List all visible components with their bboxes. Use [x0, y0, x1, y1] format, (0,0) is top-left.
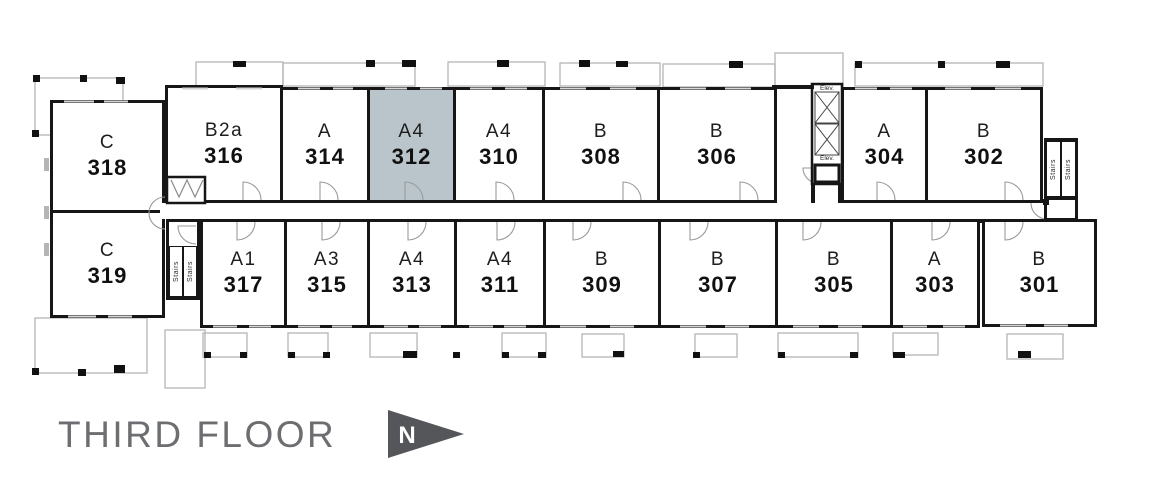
stairs-cell: Stairs [169, 246, 183, 297]
room-type-label: B2a [204, 119, 244, 141]
room-type-label: A3 [313, 249, 341, 271]
room-316[interactable]: B2a 316 [165, 85, 283, 203]
room-type-label: A [927, 249, 943, 271]
elevator-label: Elev. [820, 155, 834, 162]
north-arrow-icon: N [388, 410, 464, 458]
room-number-label: 307 [698, 272, 738, 298]
stairs-label: Stairs [1050, 158, 1057, 180]
room-type-label: A4 [486, 249, 514, 271]
room-number-label: 312 [391, 143, 432, 169]
room-number-label: 315 [307, 272, 347, 298]
room-309[interactable]: B 309 [543, 219, 661, 328]
room-317[interactable]: A1 317 [200, 219, 287, 328]
room-310[interactable]: A4 310 [453, 87, 545, 203]
room-318[interactable]: C 318 [50, 100, 165, 213]
room-303[interactable]: A 303 [890, 219, 980, 328]
north-label: N [398, 422, 415, 449]
room-304[interactable]: A 304 [841, 87, 928, 203]
floor-title: THIRD FLOOR [58, 414, 337, 455]
room-319[interactable]: C 319 [50, 210, 165, 318]
room-313[interactable]: A4 313 [367, 219, 457, 328]
room-type-label: B [976, 120, 992, 142]
room-number-label: 319 [87, 262, 128, 288]
room-type-label: A1 [230, 249, 257, 271]
room-311[interactable]: A4 311 [454, 219, 546, 328]
room-number-label: 304 [864, 143, 905, 169]
room-number-label: 317 [223, 272, 264, 298]
stairs-label: Stairs [1065, 158, 1072, 180]
stairs-cell: Stairs [1046, 141, 1061, 197]
room-type-label: A [877, 120, 892, 142]
room-type-label: A4 [398, 249, 426, 271]
room-number-label: 302 [964, 143, 1004, 169]
room-type-label: B [709, 120, 725, 142]
room-301[interactable]: B 301 [982, 219, 1097, 327]
room-number-label: 301 [1019, 271, 1060, 297]
room-312[interactable]: A4 312 [367, 87, 456, 203]
room-314[interactable]: A 314 [280, 87, 370, 203]
stairs-label: Stairs [172, 261, 180, 282]
room-number-label: 305 [814, 272, 854, 298]
room-type-label: C [99, 239, 116, 261]
room-number-label: 313 [392, 272, 432, 298]
room-306[interactable]: B 306 [657, 87, 777, 203]
room-number-label: 309 [582, 272, 622, 298]
room-type-label: B [1032, 248, 1047, 270]
room-number-label: 314 [305, 143, 345, 169]
elevator-shaft-icon [810, 82, 844, 186]
room-308[interactable]: B 308 [542, 87, 660, 203]
stairs-label: Stairs [186, 261, 194, 282]
room-number-label: 316 [204, 142, 244, 168]
room-number-label: 306 [697, 143, 737, 169]
stairs-cell: Stairs [183, 246, 197, 297]
room-type-label: B [593, 120, 609, 142]
room-type-label: B [826, 249, 842, 271]
room-type-label: A4 [398, 120, 425, 142]
room-type-label: B [594, 249, 610, 271]
stairs-cell: Stairs [1061, 141, 1076, 197]
room-number-label: 303 [915, 272, 955, 298]
room-type-label: A [317, 120, 333, 142]
room-302[interactable]: B 302 [925, 87, 1043, 203]
room-type-label: C [99, 132, 116, 154]
room-number-label: 308 [581, 143, 621, 169]
room-315[interactable]: A3 315 [284, 219, 370, 328]
room-type-label: B [710, 249, 726, 271]
room-number-label: 310 [479, 143, 519, 169]
room-307[interactable]: B 307 [658, 219, 778, 328]
room-number-label: 318 [87, 155, 128, 181]
elevator-label: Elev. [820, 85, 834, 92]
room-305[interactable]: B 305 [775, 219, 893, 328]
room-number-label: 311 [480, 272, 520, 298]
room-type-label: A4 [485, 120, 513, 142]
